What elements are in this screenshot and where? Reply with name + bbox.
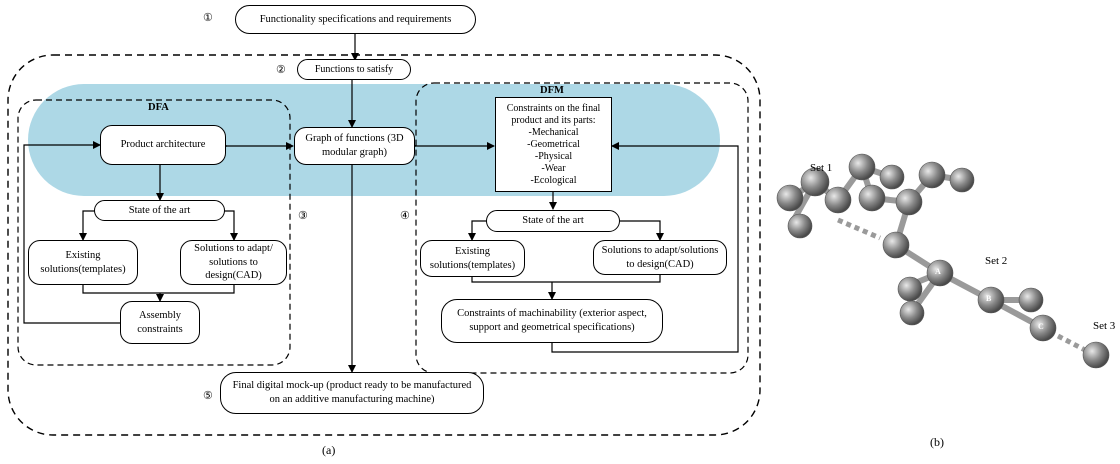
outer-dashed-boundary bbox=[7, 54, 761, 436]
machinability-box: Constraints of machinability (exterior a… bbox=[441, 299, 663, 343]
dashed-bond bbox=[1056, 333, 1087, 353]
set-3-label: Set 3 bbox=[1093, 320, 1116, 332]
arrow-dfa-feedback bbox=[23, 141, 120, 324]
atom-a-label: A bbox=[935, 267, 941, 276]
atom bbox=[858, 184, 886, 212]
dfa-title: DFA bbox=[148, 102, 169, 113]
atom-b-label: B bbox=[986, 294, 992, 303]
dfm-dashed-region bbox=[415, 82, 749, 374]
graph-of-functions-box: Graph of functions (3D modular graph) bbox=[294, 127, 415, 165]
dfm-solutions-to-adapt-box: Solutions to adapt/solutions to design(C… bbox=[593, 240, 727, 275]
product-architecture-box: Product architecture bbox=[100, 125, 226, 165]
arrow-dfa-state-to-existing bbox=[79, 210, 95, 241]
atom bbox=[897, 276, 923, 302]
final-mockup-box: Final digital mock-up (product ready to … bbox=[220, 372, 484, 414]
arrow-dfm-state-to-existing bbox=[468, 220, 487, 241]
dfa-merge-line bbox=[82, 285, 235, 294]
atom bbox=[899, 300, 925, 326]
set-2-label: Set 2 bbox=[985, 255, 1008, 267]
atom bbox=[895, 188, 923, 216]
dfm-state-of-art-box: State of the art bbox=[486, 210, 620, 232]
assembly-constraints-box: Assembly constraints bbox=[120, 301, 200, 344]
dfa-state-of-art-box: State of the art bbox=[94, 200, 225, 221]
arrow-dfa-state-to-solutions bbox=[224, 210, 238, 241]
atom-c bbox=[1029, 314, 1057, 342]
atom bbox=[879, 164, 905, 190]
marker-3: ③ bbox=[298, 210, 308, 222]
atom bbox=[949, 167, 975, 193]
caption-a: (a) bbox=[322, 443, 336, 457]
dfm-merge-line bbox=[471, 275, 661, 283]
arrow-dfm-feedback bbox=[551, 142, 739, 353]
atom bbox=[776, 184, 804, 212]
specifications-box: Functionality specifications and require… bbox=[235, 5, 476, 34]
caption-b: (b) bbox=[930, 435, 944, 449]
dfm-existing-solutions-box: Existing solutions(templates) bbox=[420, 240, 525, 277]
set-1-label: Set 1 bbox=[810, 162, 833, 174]
marker-4: ④ bbox=[400, 210, 410, 222]
atom bbox=[918, 161, 946, 189]
atom bbox=[824, 186, 852, 214]
atom-a bbox=[926, 259, 954, 287]
atom bbox=[1018, 287, 1044, 313]
atom-c-label: C bbox=[1038, 322, 1044, 331]
constraints-box: Constraints on the final product and its… bbox=[495, 97, 612, 192]
atom bbox=[1082, 341, 1110, 369]
dfm-title: DFM bbox=[540, 85, 564, 96]
functions-box: Functions to satisfy bbox=[297, 59, 411, 80]
marker-2: ② bbox=[276, 64, 286, 76]
dfa-solutions-to-adapt-box: Solutions to adapt/ solutions to design(… bbox=[180, 240, 287, 285]
atom bbox=[800, 167, 830, 197]
marker-5: ⑤ bbox=[203, 390, 213, 402]
arrow-dfm-state-to-solutions bbox=[620, 220, 664, 241]
dashed-bond bbox=[837, 217, 881, 241]
atom bbox=[882, 231, 910, 259]
atom bbox=[787, 213, 813, 239]
dfa-existing-solutions-box: Existing solutions(templates) bbox=[28, 240, 138, 285]
atom-b bbox=[977, 286, 1005, 314]
molecule-figure bbox=[776, 153, 1110, 369]
atom bbox=[848, 153, 876, 181]
marker-1: ① bbox=[203, 12, 213, 24]
